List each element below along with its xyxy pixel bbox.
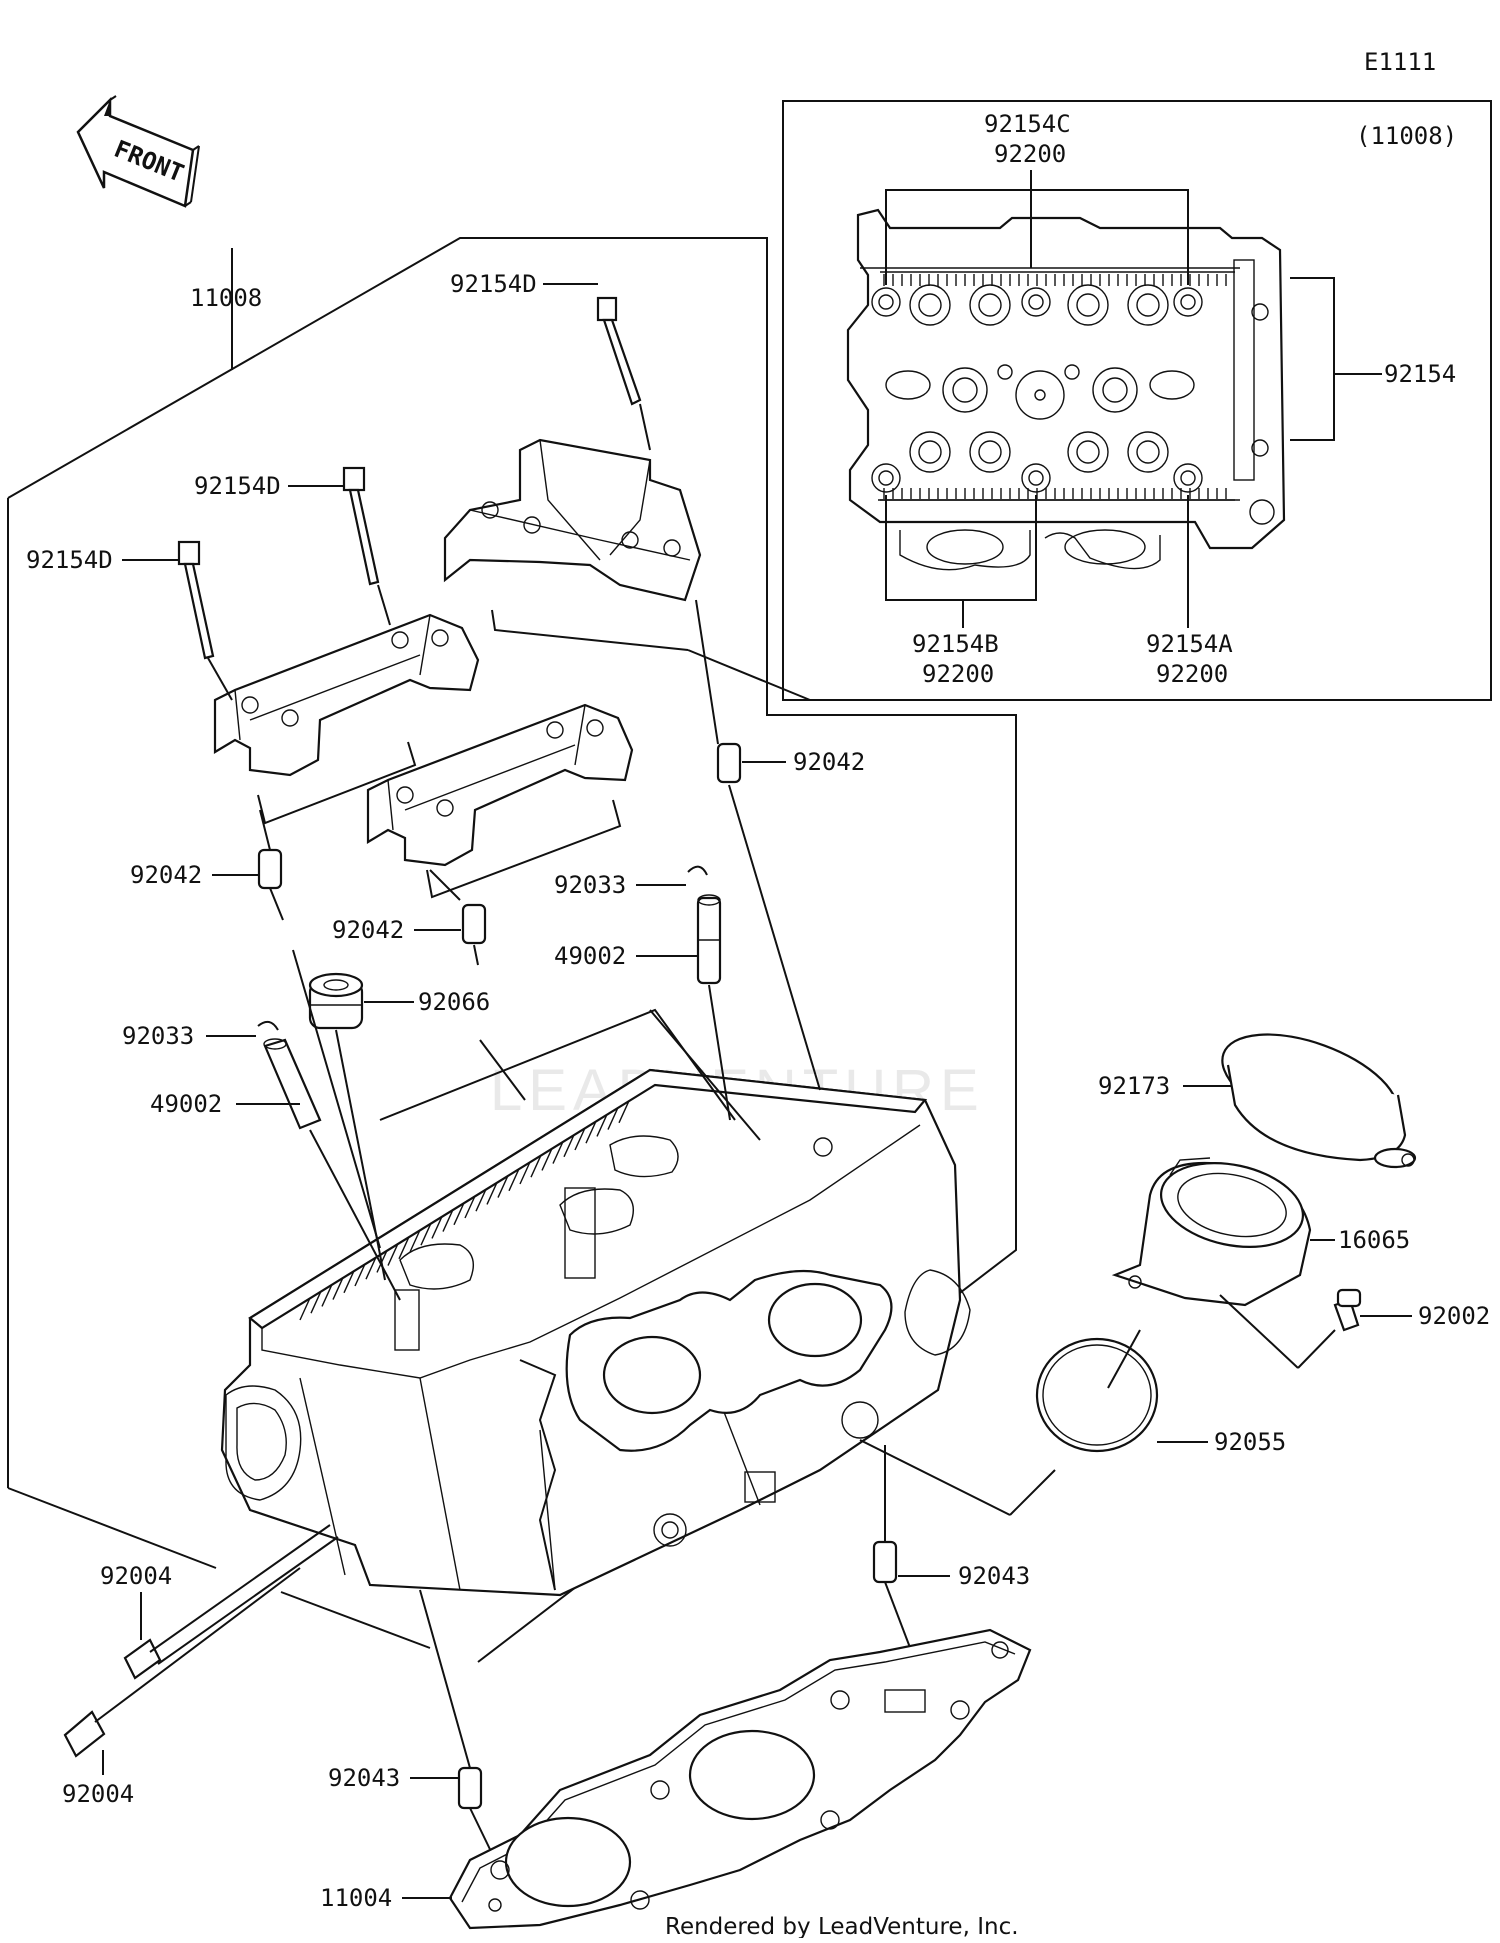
intake-holder-16065 bbox=[1111, 1157, 1312, 1307]
label-92033-right: 92033 bbox=[554, 871, 626, 899]
label-92043-left: 92043 bbox=[328, 1764, 400, 1792]
label-11008: 11008 bbox=[190, 284, 262, 312]
label-92154D-mid: 92154D bbox=[194, 472, 281, 500]
stud-92004-lower bbox=[63, 1567, 301, 1758]
inset-box bbox=[782, 100, 1492, 701]
plug-seal-92066 bbox=[308, 972, 364, 1030]
label-11004: 11004 bbox=[320, 1884, 392, 1912]
label-92200-bl: 92200 bbox=[922, 660, 994, 688]
head-gasket-11004 bbox=[448, 1628, 1032, 1930]
inset-ref: (11008) bbox=[1356, 122, 1457, 150]
label-92043-right: 92043 bbox=[958, 1562, 1030, 1590]
clip-92033-right bbox=[687, 865, 708, 876]
cylinder-head bbox=[220, 1068, 971, 1597]
label-92042-center: 92042 bbox=[332, 916, 404, 944]
label-92033-left: 92033 bbox=[122, 1022, 194, 1050]
valve-guide-49002-left bbox=[263, 1038, 322, 1130]
label-92004-upper: 92004 bbox=[100, 1562, 172, 1590]
label-49002-left: 49002 bbox=[150, 1090, 222, 1118]
label-92154C: 92154C bbox=[984, 110, 1071, 138]
diagram-code: E1111 bbox=[1364, 48, 1436, 76]
hose-clamp-92173 bbox=[1221, 1033, 1417, 1169]
footer-credit: Rendered by LeadVenture, Inc. bbox=[665, 1914, 1019, 1938]
label-92154D-left: 92154D bbox=[26, 546, 113, 574]
label-92042-left: 92042 bbox=[130, 861, 202, 889]
label-92055: 92055 bbox=[1214, 1428, 1286, 1456]
bolt-92154D-center bbox=[596, 296, 642, 406]
valve-guide-49002-right bbox=[696, 894, 722, 985]
assembly-boundary bbox=[7, 237, 1017, 1663]
o-ring-92055 bbox=[1035, 1337, 1159, 1453]
cam-cap-right bbox=[366, 703, 634, 867]
label-92004-lower: 92004 bbox=[62, 1780, 134, 1808]
cam-cap-left bbox=[213, 613, 480, 777]
bolt-92154D-left bbox=[177, 540, 215, 660]
dowel-92042-center bbox=[461, 903, 487, 945]
stud-92004-upper bbox=[123, 1524, 339, 1680]
front-arrow-icon: FRONT bbox=[76, 95, 200, 208]
label-92002: 92002 bbox=[1418, 1302, 1490, 1330]
dowel-92043-right bbox=[872, 1540, 898, 1584]
label-16065: 16065 bbox=[1338, 1226, 1410, 1254]
clip-92033-left bbox=[257, 1020, 279, 1031]
label-92154A: 92154A bbox=[1146, 630, 1233, 658]
label-92042-right: 92042 bbox=[793, 748, 865, 776]
label-92154D-center: 92154D bbox=[450, 270, 537, 298]
label-92173: 92173 bbox=[1098, 1072, 1170, 1100]
cam-cap-center bbox=[443, 438, 702, 602]
dowel-92042-left bbox=[257, 848, 283, 890]
label-92200-br: 92200 bbox=[1156, 660, 1228, 688]
label-92154B: 92154B bbox=[912, 630, 999, 658]
label-92154: 92154 bbox=[1384, 360, 1456, 388]
screw-92002 bbox=[1333, 1288, 1362, 1332]
bolt-92154D-mid bbox=[342, 466, 380, 586]
label-92200-top: 92200 bbox=[994, 140, 1066, 168]
label-49002-right: 49002 bbox=[554, 942, 626, 970]
label-92066: 92066 bbox=[418, 988, 490, 1016]
dowel-92042-right bbox=[716, 742, 742, 784]
inset-cylinder-head-drawing bbox=[846, 208, 1286, 571]
dowel-92043-left bbox=[457, 1766, 483, 1810]
